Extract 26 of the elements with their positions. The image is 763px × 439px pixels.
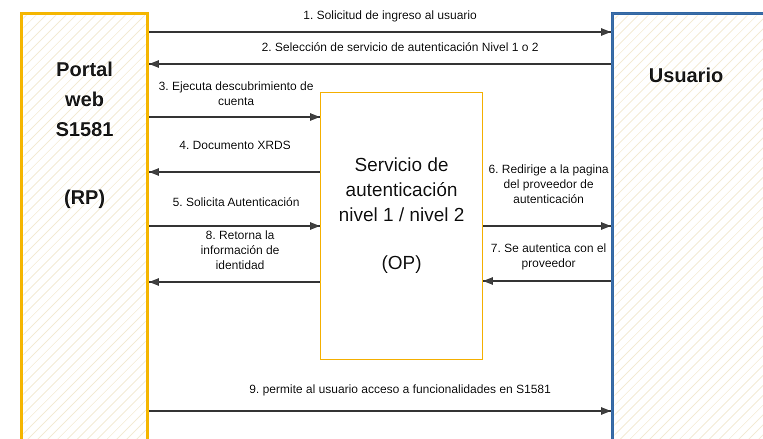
arrow [149, 278, 320, 286]
arrow [149, 60, 611, 68]
process-box [611, 12, 763, 439]
arrow [483, 222, 611, 230]
arrow [149, 113, 320, 121]
process-box [20, 12, 149, 439]
process-box [320, 92, 483, 360]
arrow [483, 277, 611, 285]
edge-label: 3. Ejecuta descubrimiento de cuenta [158, 79, 314, 109]
node-title: Portal web S1581 [54, 58, 114, 143]
edge-label: 2. Selección de servicio de autenticación Nivel 1 o 2 [260, 40, 540, 55]
arrow [149, 407, 611, 415]
node-subtitle: (RP) [64, 186, 106, 211]
node-title: Usuario [648, 64, 724, 89]
arrow [149, 222, 320, 230]
arrow [149, 28, 611, 36]
node-title: Servicio de autenticación nivel 1 / nivel 2 [338, 154, 466, 228]
edge-label: 8. Retorna la información de identidad [200, 228, 280, 273]
edge-label: 9. permite al usuario acceso a funcionalidades en S1581 [248, 382, 552, 397]
node-subtitle: (OP) [381, 252, 422, 276]
edge-label: 6. Redirige a la pagina del proveedor de autenticación [487, 162, 610, 207]
edge-label: 1. Solicitud de ingreso al usuario [302, 8, 478, 23]
edge-label: 4. Documento XRDS [178, 138, 292, 153]
edge-label: 5. Solicita Autenticación [172, 195, 300, 210]
arrow [149, 168, 320, 176]
edge-label: 7. Se autentica con el proveedor [490, 241, 608, 271]
